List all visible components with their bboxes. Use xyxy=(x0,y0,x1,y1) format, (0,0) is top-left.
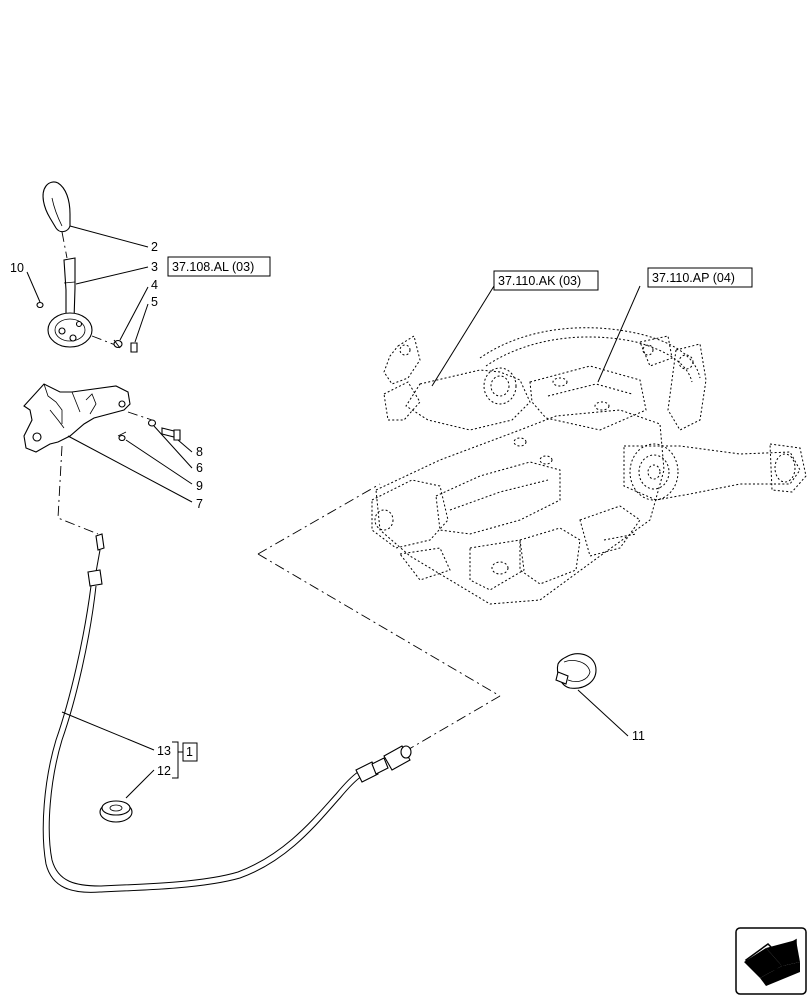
leader-7 xyxy=(67,435,193,503)
assembly-line-housing xyxy=(257,483,381,555)
callout-13: 13 xyxy=(157,744,171,758)
bolt-part-4 xyxy=(113,339,123,349)
leader-ref-ak xyxy=(431,285,495,387)
svg-text:37.110.AP (04): 37.110.AP (04) xyxy=(652,271,735,285)
reference-box-1[interactable]: 1 xyxy=(182,742,198,762)
leader-11 xyxy=(577,689,629,737)
callout-5: 5 xyxy=(151,295,158,309)
callout-3: 3 xyxy=(151,260,158,274)
leader-ref-ap xyxy=(597,285,641,383)
leader-2 xyxy=(69,225,149,248)
next-page-arrow-icon[interactable] xyxy=(735,927,807,995)
leader-9 xyxy=(125,439,193,485)
knob-axis-line xyxy=(61,231,68,259)
leader-10 xyxy=(26,271,41,303)
bracket-part xyxy=(23,383,153,453)
control-cable-part xyxy=(42,533,412,893)
assembly-line-cable-end xyxy=(403,695,501,753)
reference-box-lever[interactable]: 37.108.AL (03) xyxy=(167,256,271,277)
washer-part-10 xyxy=(36,301,44,309)
assembly-line-mid xyxy=(257,553,501,697)
screw-part-5 xyxy=(130,342,138,353)
callout-6: 6 xyxy=(196,461,203,475)
grommet-part xyxy=(99,800,133,823)
reference-box-ak[interactable]: 37.110.AK (03) xyxy=(493,270,599,291)
leader-3 xyxy=(75,266,149,285)
callout-7: 7 xyxy=(196,497,203,511)
hose-clamp-part xyxy=(555,653,597,689)
reference-box-ap[interactable]: 37.110.AP (04) xyxy=(647,267,753,288)
hydraulic-housing-reference xyxy=(371,327,807,605)
leader-12 xyxy=(125,769,155,799)
svg-text:1: 1 xyxy=(186,745,193,759)
callout-4: 4 xyxy=(151,278,158,292)
nut-part-9 xyxy=(118,434,126,442)
group-bracket xyxy=(172,741,179,779)
leader-5 xyxy=(134,303,149,343)
svg-text:37.110.AK (03): 37.110.AK (03) xyxy=(498,274,581,288)
assembly-line-bracket xyxy=(57,445,99,535)
callout-8: 8 xyxy=(196,445,203,459)
lever-part xyxy=(47,257,119,348)
callout-10: 10 xyxy=(10,261,24,275)
callout-9: 9 xyxy=(196,479,203,493)
washer-part-6 xyxy=(147,419,157,427)
leader-13 xyxy=(61,711,155,751)
callout-2: 2 xyxy=(151,240,158,254)
svg-text:37.108.AL (03): 37.108.AL (03) xyxy=(172,260,254,274)
leader-6 xyxy=(153,425,193,469)
callout-11: 11 xyxy=(632,729,645,743)
callout-12: 12 xyxy=(157,764,171,778)
lever-knob-part xyxy=(42,181,71,233)
leader-8 xyxy=(177,439,193,453)
leader-4 xyxy=(119,286,149,341)
bolt-part-8 xyxy=(161,427,181,441)
